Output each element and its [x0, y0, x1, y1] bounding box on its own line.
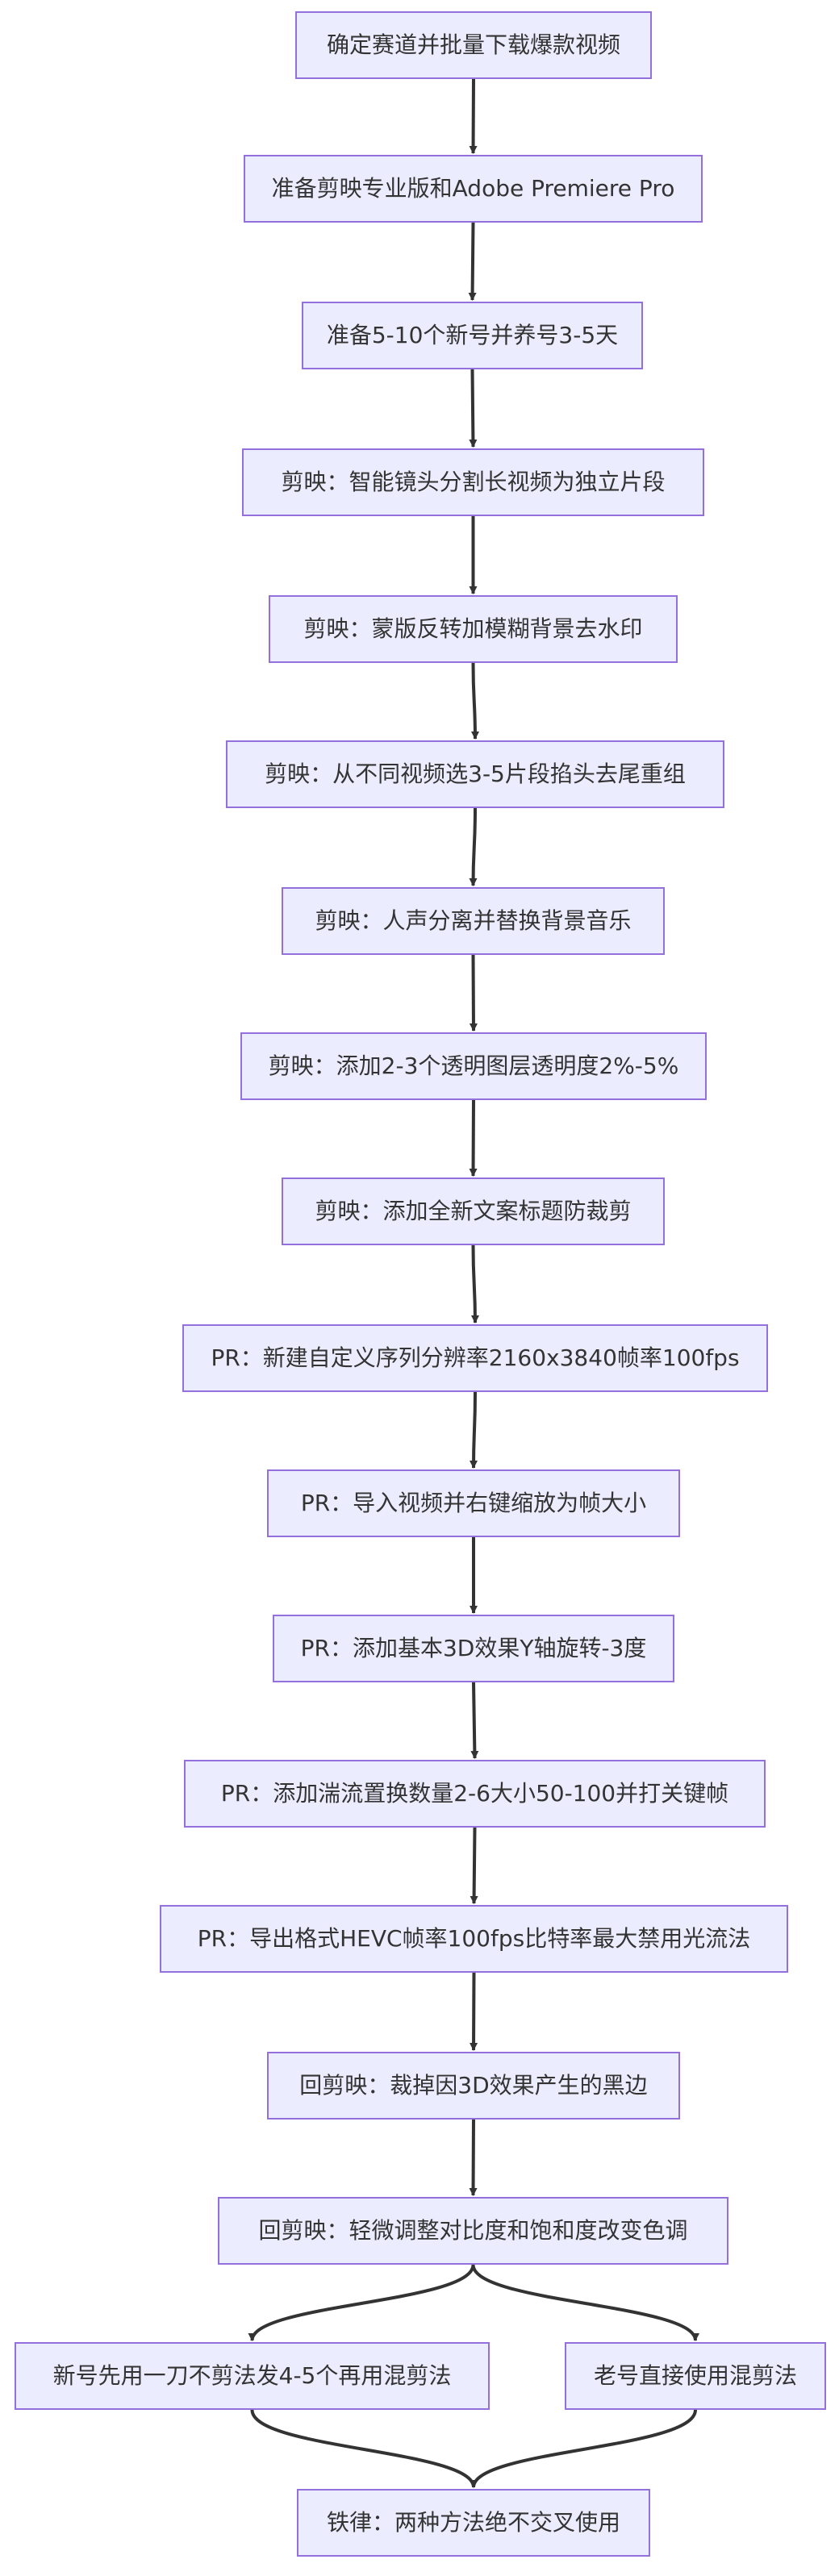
- edge-layer: [248, 78, 699, 2488]
- flowchart-node-n1: 确定赛道并批量下载爆款视频: [295, 11, 652, 79]
- flowchart-node-n6: 剪映：从不同视频选3-5片段掐头去尾重组: [226, 740, 724, 808]
- flowchart-node-label: 新号先用一刀不剪法发4-5个再用混剪法: [52, 2362, 452, 2389]
- flowchart-node-n17: 新号先用一刀不剪法发4-5个再用混剪法: [15, 2342, 490, 2410]
- flowchart-node-n3: 准备5-10个新号并养号3-5天: [302, 302, 643, 369]
- flowchart-node-label: 剪映：添加2-3个透明图层透明度2%-5%: [268, 1052, 679, 1079]
- flowchart-edge-n2-n3: [468, 222, 477, 301]
- flowchart-node-label: PR：导入视频并右键缩放为帧大小: [300, 1490, 647, 1516]
- flowchart-node-label: 剪映：人声分离并替换背景音乐: [315, 907, 632, 934]
- flowchart-node-label: PR：新建自定义序列分辨率2160x3840帧率100fps: [211, 1344, 740, 1371]
- flowchart-node-n12: PR：添加基本3D效果Y轴旋转-3度: [273, 1615, 674, 1682]
- flowchart-node-label: PR：添加湍流置换数量2-6大小50-100并打关键帧: [220, 1780, 729, 1807]
- flowchart-node-n8: 剪映：添加2-3个透明图层透明度2%-5%: [240, 1032, 707, 1100]
- flowchart-node-label: 老号直接使用混剪法: [593, 2362, 797, 2389]
- flowchart-edge-n5-n6: [470, 662, 479, 740]
- flowchart-node-label: 剪映：添加全新文案标题防裁剪: [315, 1198, 632, 1224]
- flowchart-node-n9: 剪映：添加全新文案标题防裁剪: [282, 1178, 665, 1245]
- flowchart-node-label: PR：添加基本3D效果Y轴旋转-3度: [300, 1635, 647, 1661]
- flowchart-node-label: 回剪映：轻微调整对比度和饱和度改变色调: [258, 2217, 688, 2244]
- flowchart-edge-n18-n19: [470, 2409, 697, 2488]
- flowchart-node-n15: 回剪映：裁掉因3D效果产生的黑边: [267, 2052, 680, 2120]
- flowchart-node-label: 铁律：两种方法绝不交叉使用: [326, 2509, 620, 2536]
- flowchart-edge-n16-n18: [471, 2264, 699, 2341]
- flowchart-node-n7: 剪映：人声分离并替换背景音乐: [282, 887, 665, 955]
- flowchart-node-n16: 回剪映：轻微调整对比度和饱和度改变色调: [218, 2197, 728, 2265]
- flowchart-node-n18: 老号直接使用混剪法: [565, 2342, 826, 2410]
- flowchart-node-label: 准备剪映专业版和Adobe Premiere Pro: [271, 175, 675, 202]
- flowchart-node-n19: 铁律：两种方法绝不交叉使用: [297, 2489, 650, 2557]
- flowchart-node-label: PR：导出格式HEVC帧率100fps比特率最大禁用光流法: [197, 1925, 751, 1952]
- flowchart-node-n14: PR：导出格式HEVC帧率100fps比特率最大禁用光流法: [160, 1905, 788, 1973]
- flowchart-edge-n12-n13: [470, 1682, 479, 1759]
- flowchart-edge-n6-n7: [469, 807, 478, 886]
- flowchart-node-n11: PR：导入视频并右键缩放为帧大小: [267, 1469, 680, 1537]
- flowchart-node-n4: 剪映：智能镜头分割长视频为独立片段: [242, 448, 704, 516]
- flowchart-edge-n9-n10: [470, 1244, 479, 1323]
- flowchart-node-label: 回剪映：裁掉因3D效果产生的黑边: [299, 2072, 648, 2099]
- flowchart-node-label: 确定赛道并批量下载爆款视频: [326, 31, 620, 58]
- flowchart-edge-n16-n17: [248, 2264, 475, 2341]
- flowchart-node-label: 准备5-10个新号并养号3-5天: [326, 322, 619, 348]
- flowchart-edge-n10-n11: [470, 1391, 478, 1469]
- flowchart-node-n10: PR：新建自定义序列分辨率2160x3840帧率100fps: [182, 1324, 768, 1392]
- flowchart-node-label: 剪映：智能镜头分割长视频为独立片段: [281, 469, 666, 495]
- flowchart-node-label: 剪映：蒙版反转加模糊背景去水印: [303, 615, 643, 642]
- flowchart-edge-n17-n19: [250, 2409, 478, 2488]
- flowchart-node-n2: 准备剪映专业版和Adobe Premiere Pro: [244, 155, 703, 223]
- flowchart-node-label: 剪映：从不同视频选3-5片段掐头去尾重组: [265, 761, 686, 787]
- flowchart-edge-n3-n4: [469, 369, 478, 448]
- flowchart-node-n13: PR：添加湍流置换数量2-6大小50-100并打关键帧: [184, 1760, 766, 1828]
- flowchart-edge-n13-n14: [470, 1827, 478, 1904]
- flowchart-node-n5: 剪映：蒙版反转加模糊背景去水印: [269, 595, 678, 663]
